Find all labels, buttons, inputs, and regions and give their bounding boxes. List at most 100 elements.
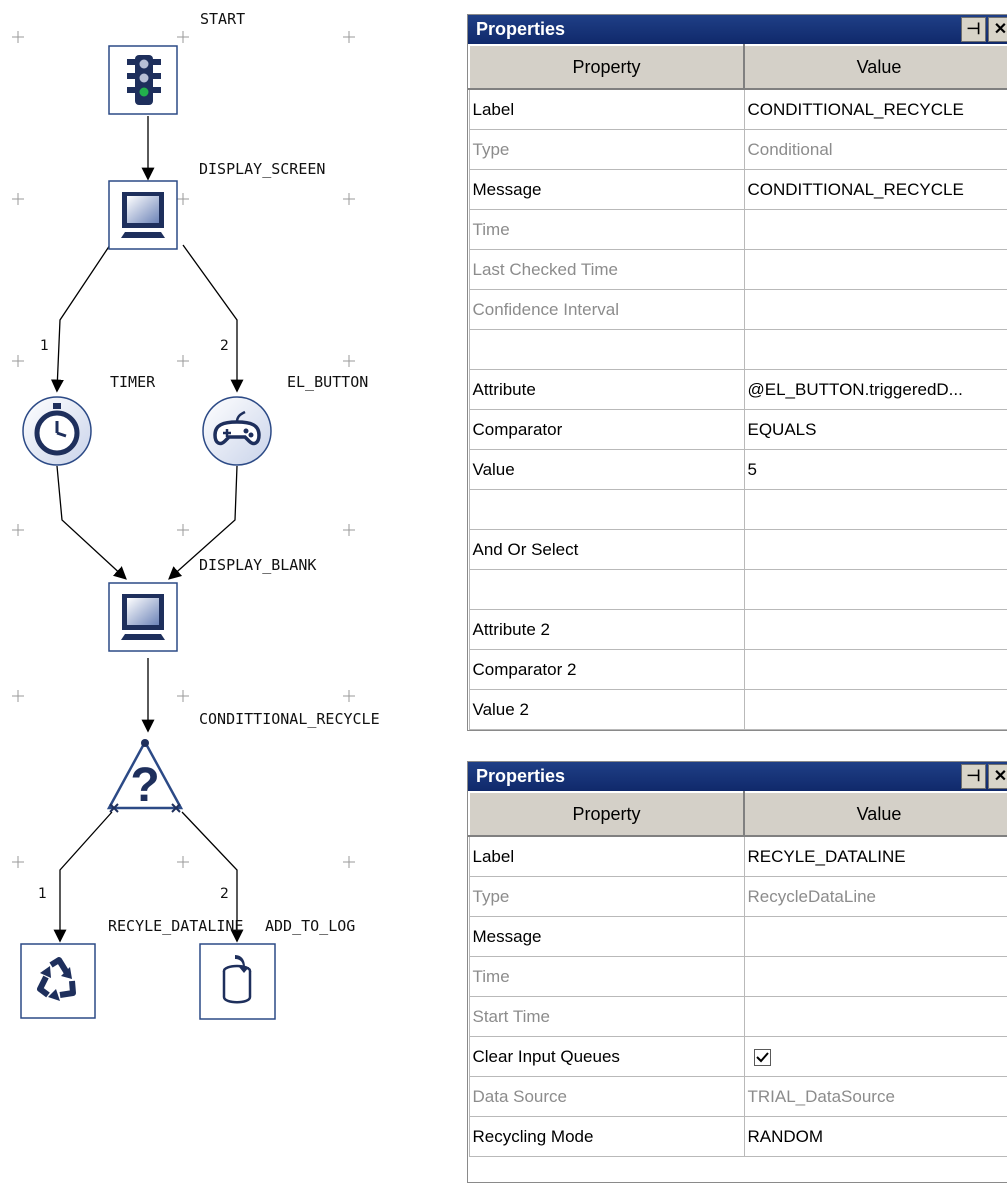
property-value-cell[interactable]: 5	[743, 449, 1007, 490]
property-name-cell: Message	[468, 916, 745, 957]
pin-icon[interactable]: ⊣	[961, 764, 986, 789]
property-name-cell: Type	[468, 129, 745, 170]
grid-plus	[177, 31, 189, 43]
grid-plus	[177, 690, 189, 702]
property-value-cell[interactable]: CONDITTIONAL_RECYCLE	[743, 88, 1007, 130]
pin-icon[interactable]: ⊣	[961, 17, 986, 42]
property-row[interactable]: Attribute@EL_BUTTON.triggeredD...	[468, 369, 1007, 410]
property-value-cell[interactable]: TRIAL_DataSource	[743, 1076, 1007, 1117]
property-name-cell	[468, 569, 745, 610]
property-row[interactable]	[468, 569, 1007, 610]
property-value-cell[interactable]	[743, 996, 1007, 1037]
property-row[interactable]: Time	[468, 956, 1007, 997]
property-row[interactable]: Time	[468, 209, 1007, 250]
column-header-property[interactable]: Property	[468, 44, 745, 90]
branch-number: 1	[40, 338, 49, 354]
panel-title-bar[interactable]: Properties ⊣ ✕	[468, 762, 1007, 791]
property-row[interactable]: Start Time	[468, 996, 1007, 1037]
property-name-cell	[468, 329, 745, 370]
property-value-cell[interactable]	[743, 329, 1007, 370]
close-icon[interactable]: ✕	[988, 17, 1007, 42]
column-header-property[interactable]: Property	[468, 791, 745, 837]
property-value-cell[interactable]	[743, 609, 1007, 650]
column-header-value[interactable]: Value	[743, 791, 1007, 837]
panel-title: Properties	[476, 19, 566, 39]
property-row[interactable]: Attribute 2	[468, 609, 1007, 650]
property-value-cell[interactable]	[743, 209, 1007, 250]
property-value-cell[interactable]: Conditional	[743, 129, 1007, 170]
property-row[interactable]	[468, 489, 1007, 530]
property-name-cell: Recycling Mode	[468, 1116, 745, 1157]
node-add-to-log[interactable]	[199, 943, 276, 1020]
property-name-cell: Label	[468, 88, 745, 130]
node-conditional-recycle[interactable]: ?	[105, 738, 185, 818]
grid-plus	[343, 690, 355, 702]
property-value-cell[interactable]: RecycleDataLine	[743, 876, 1007, 917]
label-display-blank: DISPLAY_BLANK	[199, 556, 317, 574]
label-add-to-log: ADD_TO_LOG	[265, 917, 356, 935]
grid-plus	[12, 193, 24, 205]
property-value-cell[interactable]	[743, 529, 1007, 570]
node-display-screen[interactable]	[108, 180, 178, 250]
property-value-cell[interactable]	[743, 489, 1007, 530]
property-row[interactable]: Last Checked Time	[468, 249, 1007, 290]
column-header-value[interactable]: Value	[743, 44, 1007, 90]
property-value-cell[interactable]	[743, 649, 1007, 690]
property-value-cell[interactable]	[743, 249, 1007, 290]
property-value-cell[interactable]: EQUALS	[743, 409, 1007, 450]
checkbox[interactable]	[753, 1048, 771, 1066]
close-icon[interactable]: ✕	[988, 764, 1007, 789]
node-display-blank[interactable]	[108, 582, 178, 652]
property-value-cell[interactable]: @EL_BUTTON.triggeredD...	[743, 369, 1007, 410]
panel-title-bar[interactable]: Properties ⊣ ✕	[468, 15, 1007, 44]
stopwatch-icon	[22, 396, 92, 466]
property-value-cell[interactable]	[743, 289, 1007, 330]
property-value-cell[interactable]: RECYLE_DATALINE	[743, 835, 1007, 877]
edge-display-timer	[50, 244, 111, 393]
property-name-cell: And Or Select	[468, 529, 745, 570]
property-value-cell[interactable]: RANDOM	[743, 1116, 1007, 1157]
property-name-cell: Time	[468, 956, 745, 997]
grid-plus	[343, 355, 355, 367]
flow-diagram-canvas[interactable]: ? START DISPLAY_SCREEN TI	[0, 0, 470, 1167]
property-name-cell: Type	[468, 876, 745, 917]
property-row[interactable]: Clear Input Queues	[468, 1036, 1007, 1077]
property-row[interactable]: Message	[468, 916, 1007, 957]
property-name-cell: Label	[468, 835, 745, 877]
property-value-cell[interactable]	[743, 569, 1007, 610]
node-start[interactable]	[108, 45, 178, 115]
property-value-cell[interactable]	[743, 916, 1007, 957]
panel-title: Properties	[476, 766, 566, 786]
panel-title-buttons: ⊣ ✕	[959, 764, 1007, 789]
property-value-cell[interactable]	[743, 689, 1007, 730]
label-display-screen: DISPLAY_SCREEN	[199, 160, 326, 178]
node-timer[interactable]	[21, 395, 92, 466]
property-value-cell[interactable]	[743, 956, 1007, 997]
property-row[interactable]: Comparator 2	[468, 649, 1007, 690]
grid-plus	[343, 31, 355, 43]
property-value-cell[interactable]	[743, 1036, 1007, 1077]
property-row[interactable]: Confidence Interval	[468, 289, 1007, 330]
monitor-icon	[108, 582, 178, 652]
node-el-button[interactable]	[201, 395, 272, 466]
property-row[interactable]: And Or Select	[468, 529, 1007, 570]
property-value-cell[interactable]: CONDITTIONAL_RECYCLE	[743, 169, 1007, 210]
panel-title-buttons: ⊣ ✕	[959, 17, 1007, 42]
property-row[interactable]: Value 2	[468, 689, 1007, 730]
property-name-cell: Value	[468, 449, 745, 490]
property-row[interactable]	[468, 329, 1007, 370]
node-recycle-dataline[interactable]	[20, 943, 96, 1019]
